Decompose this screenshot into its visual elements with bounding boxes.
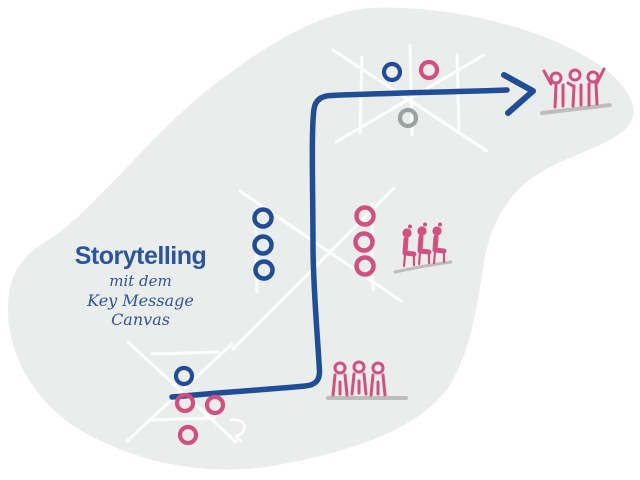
marker-circle-blue xyxy=(381,61,403,83)
marker-circle-blue xyxy=(173,365,195,387)
marker-circle-pink xyxy=(174,392,196,414)
marker-circle-pink xyxy=(177,424,199,446)
page-title: Storytelling xyxy=(74,242,207,270)
seated-audience-icon xyxy=(393,222,453,274)
marker-circle-blue xyxy=(253,259,275,281)
cheering-audience-icon xyxy=(540,67,612,115)
marker-circle-pink xyxy=(418,59,440,81)
page-subtitle-line1: mit dem xyxy=(109,272,172,290)
marker-circle-gray xyxy=(397,107,419,129)
bottom-canvas-circles xyxy=(173,365,226,446)
marker-circle-pink xyxy=(353,231,375,253)
canvas-sketch-bottom xyxy=(125,340,238,444)
journey-path-arrow xyxy=(169,87,510,400)
marker-circle-blue xyxy=(252,207,274,229)
middle-canvas-circles xyxy=(252,205,376,281)
arrow-head-icon xyxy=(501,72,536,116)
marker-circle-pink xyxy=(204,394,226,416)
standing-audience-icon xyxy=(326,360,408,400)
marker-circle-pink xyxy=(354,255,376,277)
top-canvas-circles xyxy=(381,59,440,129)
title-block: Storytelling mit dem Key Message Canvas xyxy=(58,242,223,330)
background-blob xyxy=(8,7,634,470)
marker-circle-pink xyxy=(354,205,376,227)
loop-arrow-icon xyxy=(229,418,246,443)
marker-circle-blue xyxy=(252,234,274,256)
page-subtitle-line2: Key Message Canvas xyxy=(87,291,194,330)
